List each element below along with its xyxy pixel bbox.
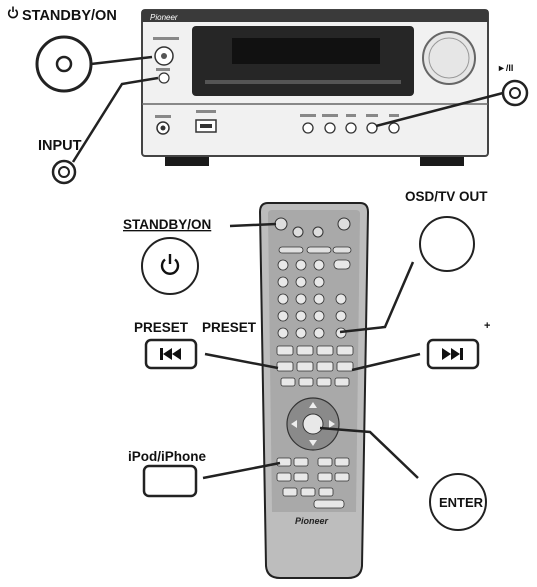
osd-tv-out-callout: OSD/TV OUT <box>339 189 488 334</box>
display-window <box>232 38 380 64</box>
preset-plus-leader <box>351 352 421 372</box>
remote-control: Pioneer <box>258 202 370 579</box>
input-label: INPUT <box>38 138 82 154</box>
unit-next-button[interactable] <box>324 122 336 134</box>
unit-stop-button[interactable] <box>345 122 357 134</box>
input-zoom-inner <box>58 166 70 178</box>
remote-standby-label: STANDBY/ON <box>123 217 211 232</box>
ipod-leader <box>202 461 281 480</box>
disc-slot <box>205 80 401 84</box>
play-pause-label: ►/II <box>497 63 513 73</box>
power-icon <box>160 254 180 275</box>
volume-knob[interactable] <box>422 31 476 85</box>
ipod-zoom[interactable] <box>142 464 198 498</box>
osd-tv-out-label: OSD/TV OUT <box>405 189 488 204</box>
unit-input-button[interactable] <box>158 72 170 84</box>
remote-bar-button-3[interactable] <box>332 246 352 254</box>
remote-enter-button[interactable] <box>302 413 324 435</box>
main-unit: Pioneer <box>141 9 489 166</box>
unit-transport-buttons <box>300 114 400 134</box>
preset-plus-label: PRESET <box>202 320 257 335</box>
unit-logo: Pioneer <box>150 13 178 22</box>
unit-play-button[interactable] <box>366 122 378 134</box>
remote-top-button-2[interactable] <box>292 226 304 238</box>
usb-port-inner <box>200 124 212 128</box>
remote-top-button-3[interactable] <box>312 226 324 238</box>
unit-prev-button[interactable] <box>302 122 314 134</box>
ipod-callout: iPod/iPhone <box>128 449 281 498</box>
remote-top-button-4[interactable] <box>337 217 351 231</box>
remote-lower-buttons <box>276 457 350 509</box>
osd-leader <box>339 261 415 334</box>
remote-standby-leader <box>229 222 277 228</box>
enter-leader <box>319 426 419 479</box>
standby-leader <box>90 55 153 66</box>
osd-zoom[interactable] <box>419 216 475 272</box>
play-leader <box>375 91 504 128</box>
power-icon <box>7 6 19 19</box>
unit-standby-button-center <box>161 53 167 59</box>
input-leader <box>71 76 159 163</box>
input-callout: INPUT <box>38 76 159 185</box>
volume-knob-inner <box>428 37 470 79</box>
phones-jack-center <box>160 125 166 131</box>
standby-zoom-inner <box>55 55 73 73</box>
preset-minus-label: PRESET <box>134 320 189 335</box>
remote-standby-button[interactable] <box>274 217 288 231</box>
skip-next-icon <box>442 348 463 360</box>
remote-number-pad <box>277 259 351 339</box>
standby-top-callout: STANDBY/ON <box>7 6 153 93</box>
remote-mid-buttons <box>276 345 354 387</box>
play-pause-callout: ►/II <box>375 63 529 128</box>
unit-small-label-4 <box>196 110 216 113</box>
unit-small-label-1 <box>153 37 179 40</box>
remote-dpad-arrows <box>291 402 335 446</box>
unit-eject-button[interactable] <box>388 122 400 134</box>
preset-minus-leader <box>204 352 279 370</box>
play-zoom-inner <box>509 87 521 99</box>
preset-minus-callout: PRESET <box>134 320 279 370</box>
remote-logo: Pioneer <box>295 516 329 526</box>
remote-standby-zoom[interactable] <box>141 237 199 295</box>
unit-small-label-2 <box>156 68 170 71</box>
remote-face <box>268 210 360 512</box>
remote-bar-button-2[interactable] <box>306 246 332 254</box>
unit-top-band <box>142 10 488 22</box>
enter-label: ENTER <box>439 495 484 510</box>
preset-plus-callout: PRESET + <box>202 320 490 372</box>
standby-top-label: STANDBY/ON <box>22 8 117 24</box>
skip-previous-icon <box>160 348 181 360</box>
preset-plus-sign: + <box>484 320 490 332</box>
ipod-label: iPod/iPhone <box>128 449 206 464</box>
enter-callout: ENTER <box>319 426 487 531</box>
unit-small-label-3 <box>155 115 171 118</box>
remote-standby-callout: STANDBY/ON <box>123 217 277 295</box>
remote-bar-button-1[interactable] <box>278 246 304 254</box>
enter-zoom[interactable] <box>429 473 487 531</box>
